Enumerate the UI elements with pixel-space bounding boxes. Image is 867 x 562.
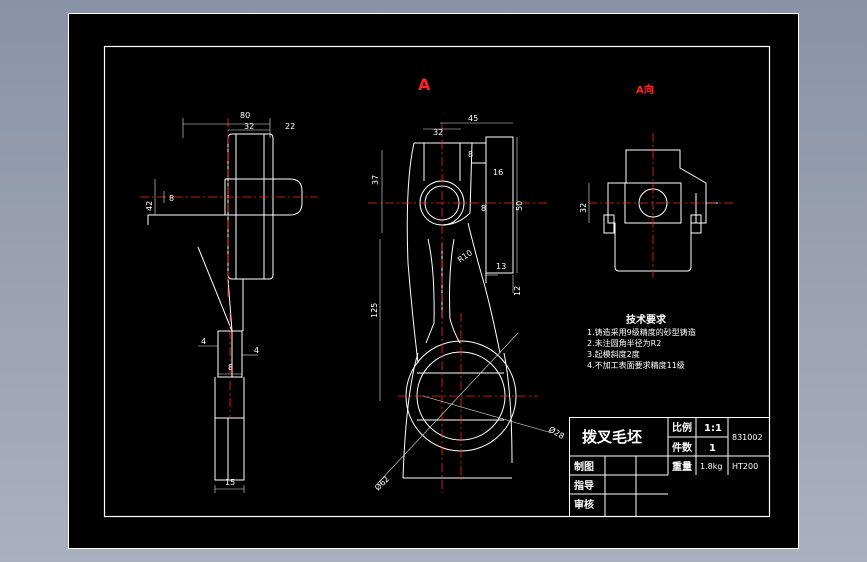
front-view	[368, 122, 553, 493]
tech-item-1: 1.铸造采用9级精度的砂型铸造	[587, 327, 696, 337]
dim-r10: R10	[456, 248, 474, 264]
scale-label: 比例	[672, 421, 692, 434]
weight-value: 1.8kg	[700, 462, 722, 471]
inner-frame	[103, 45, 771, 518]
dim-4a: 4	[201, 337, 206, 346]
scale-value: 1:1	[704, 423, 722, 434]
dim-32b: 32	[433, 128, 443, 137]
section-label: A	[418, 75, 431, 94]
dim-32a: 32	[244, 122, 254, 131]
dim-8a: 8	[169, 194, 174, 203]
dim-22: 22	[285, 122, 295, 131]
drawn-label: 制图	[574, 460, 594, 473]
dim-50: 50	[515, 201, 524, 211]
dim-12: 12	[513, 286, 522, 296]
material: HT200	[732, 462, 758, 471]
review-label: 审核	[574, 498, 594, 511]
weight-label: 重量	[672, 460, 692, 473]
guide-label: 指导	[574, 479, 594, 492]
side-view	[140, 118, 318, 493]
dim-8b: 8	[228, 363, 233, 372]
dim-45: 45	[468, 114, 478, 123]
dim-4b: 4	[254, 346, 259, 355]
view-label: A向	[636, 83, 654, 96]
drawing-canvas: A A向 80 32 22 42 8 4 4 8 15 45 32 8 16 3…	[68, 13, 799, 549]
tech-item-3: 3.起模斜度2度	[587, 349, 640, 359]
dim-13: 13	[496, 262, 506, 271]
qty-label: 件数	[672, 441, 693, 454]
title-block	[569, 417, 770, 517]
cad-viewport[interactable]: A A向 80 32 22 42 8 4 4 8 15 45 32 8 16 3…	[68, 13, 799, 549]
dim-15: 15	[225, 478, 235, 487]
dim-8c: 8	[468, 150, 473, 159]
tech-title: 技术要求	[626, 313, 667, 326]
outer-frame	[68, 13, 799, 549]
tech-item-2: 2.未注圆角半径为R2	[587, 338, 661, 348]
dim-16: 16	[493, 168, 503, 177]
a-view	[588, 133, 733, 281]
dim-62: Ø62	[372, 474, 391, 493]
dim-37: 37	[371, 175, 380, 185]
dim-28: Ø28	[547, 424, 566, 441]
qty-value: 1	[709, 443, 716, 454]
dim-125: 125	[370, 303, 379, 318]
tech-item-4: 4.不加工表面要求精度11级	[587, 360, 685, 370]
drawing-number: 831002	[732, 433, 763, 442]
dim-80: 80	[240, 111, 250, 120]
part-name: 拨叉毛坯	[582, 428, 642, 446]
dim-42: 42	[145, 201, 154, 211]
dim-32c: 32	[579, 203, 588, 213]
dim-8d: 8	[481, 204, 486, 213]
